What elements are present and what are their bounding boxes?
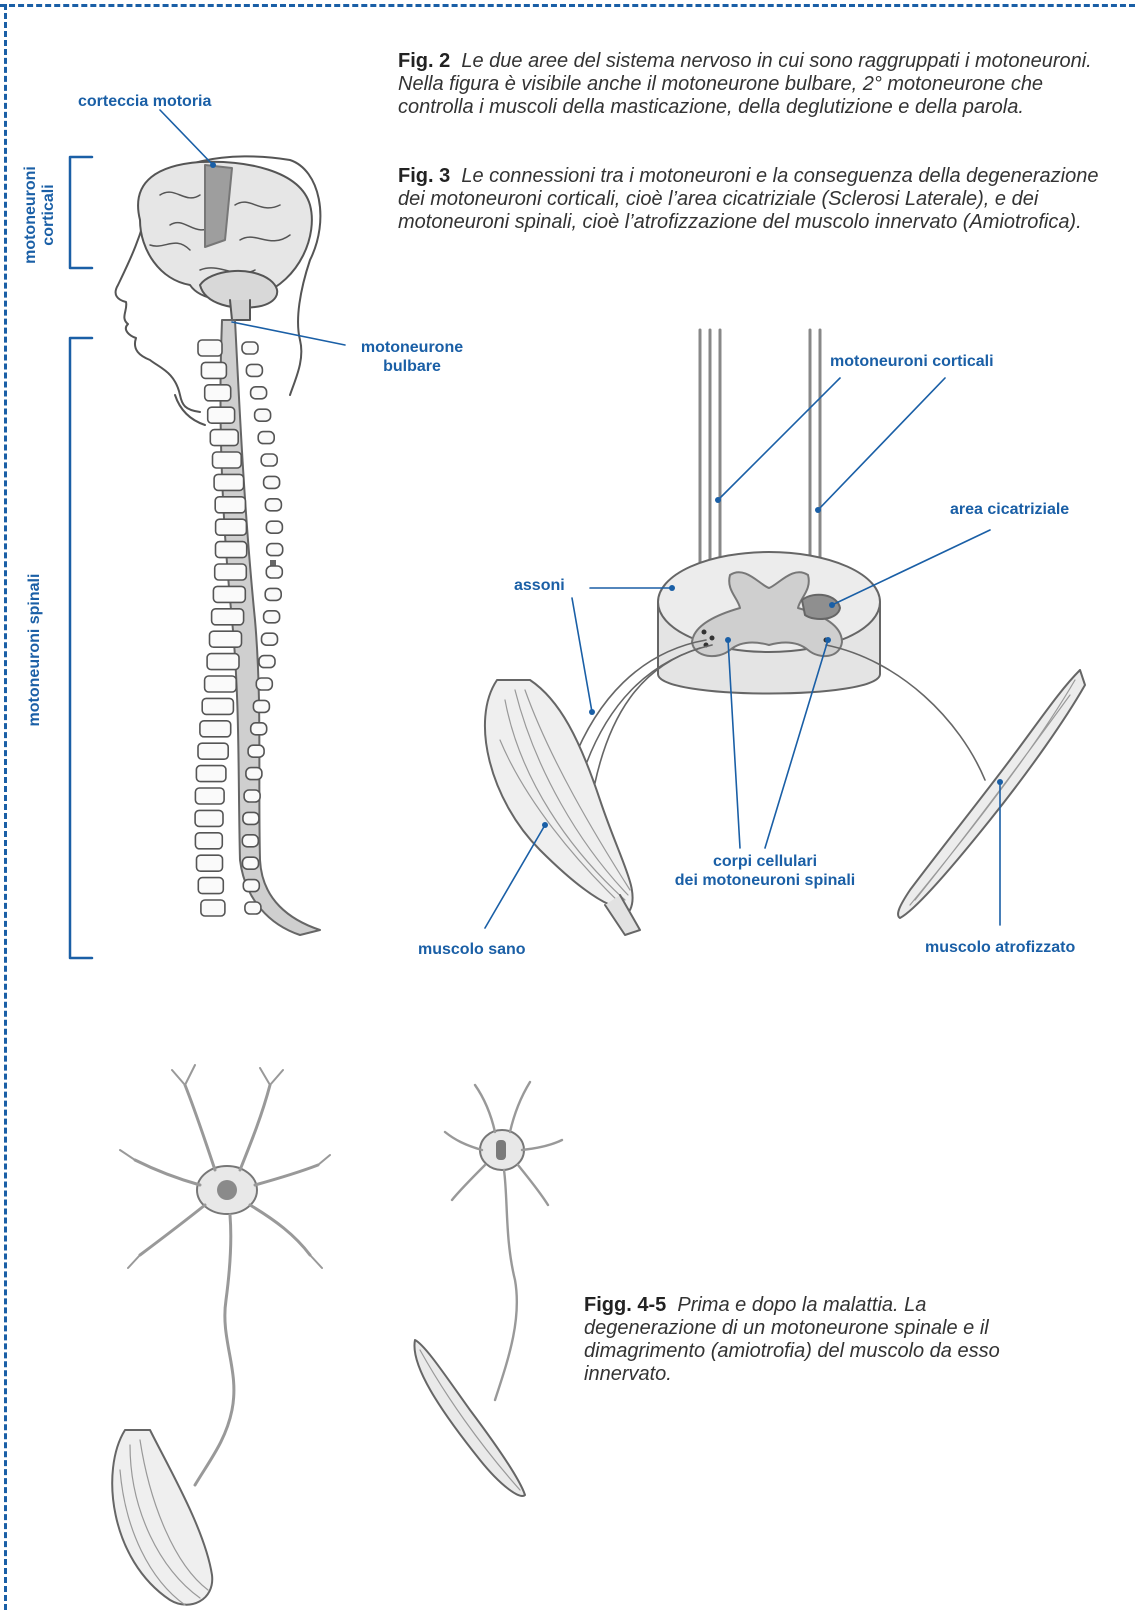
vertebra-body [202, 698, 233, 714]
vertebra-body [208, 407, 235, 423]
label-corteccia-motoria: corteccia motoria [78, 92, 211, 111]
vertebra-process [246, 364, 262, 376]
vertebra-process [267, 544, 283, 556]
vertebra-process [243, 857, 259, 869]
vertebra-body [198, 878, 223, 894]
atrophied-muscle-illustration [898, 670, 1085, 918]
vertebra-process [258, 432, 274, 444]
leader-dot [210, 162, 216, 168]
label-corpi-cellulari-line1: corpi cellulari [655, 852, 875, 871]
vertebra-body [201, 900, 225, 916]
vertebra-process [246, 768, 262, 780]
vertebra-process [265, 588, 281, 600]
vertebra-process [245, 902, 261, 914]
healthy-neuron-illustration [112, 1065, 330, 1605]
vertebra-body [210, 631, 242, 647]
degenerated-neuron-illustration [414, 1082, 562, 1496]
fig45-caption: Figg. 4-5 Prima e dopo la malattia. La d… [584, 1294, 1054, 1386]
vertebra-process [262, 633, 278, 645]
label-corpi-cellulari-line2: dei motoneuroni spinali [655, 871, 875, 890]
vertebra-process [264, 611, 280, 623]
fig3-text: Le connessioni tra i motoneuroni e la co… [398, 165, 1098, 233]
vertebra-process [253, 700, 269, 712]
label-motoneurone-bulbare-line2: bulbare [352, 357, 472, 376]
vertebra-process [255, 409, 271, 421]
vertebra-body [207, 654, 239, 670]
vertebra-body [216, 542, 247, 558]
label-motoneuroni-corticali: motoneuroni corticali [830, 352, 994, 371]
label-muscolo-atrofizzato: muscolo atrofizzato [925, 938, 1075, 957]
vertebra-process [244, 790, 260, 802]
vertebra-body [195, 810, 223, 826]
vertebra-body [200, 721, 231, 737]
vertebra-body [214, 474, 244, 490]
fig3-number: Fig. 3 [398, 165, 450, 187]
vertebra-process [259, 656, 275, 668]
label-motoneuroni-corticali-line2: corticali [40, 160, 58, 270]
vertebra-process [243, 880, 259, 892]
vertebra-body [201, 362, 226, 378]
vertebra-process [266, 521, 282, 533]
fig3-caption: Fig. 3 Le connessioni tra i motoneuroni … [398, 165, 1118, 234]
vertebra-body [198, 743, 228, 759]
vertebra-body [216, 519, 247, 535]
label-motoneurone-bulbare-line1: motoneurone [352, 338, 472, 357]
fig2-number: Fig. 2 [398, 50, 450, 72]
vertebra-process [256, 678, 272, 690]
vertebra-process [243, 812, 259, 824]
vertebra-process [251, 723, 267, 735]
vertebra-body [198, 340, 222, 356]
vertebra-process [251, 387, 267, 399]
vertebra-process [266, 566, 282, 578]
vertebra-process [261, 454, 277, 466]
vertebra-process [248, 745, 264, 757]
vertebra-body [213, 452, 242, 468]
vertebra-body [210, 430, 238, 446]
vertebra-process [264, 476, 280, 488]
label-corpi-cellulari: corpi cellulari dei motoneuroni spinali [655, 852, 875, 890]
label-motoneuroni-corticali-vertical: motoneuroni corticali [22, 160, 58, 270]
label-assoni: assoni [514, 576, 565, 595]
vertebra-body [212, 609, 244, 625]
vertebra-body [205, 676, 237, 692]
fig2-caption: Fig. 2 Le due aree del sistema nervoso i… [398, 50, 1118, 119]
vertebra-body [215, 564, 247, 580]
vertebra-body [205, 385, 231, 401]
label-muscolo-sano: muscolo sano [418, 940, 526, 959]
fig2-text: Le due aree del sistema nervoso in cui s… [398, 50, 1092, 118]
label-motoneurone-bulbare: motoneurone bulbare [352, 338, 472, 376]
bracket-motoneuroni-spinali [70, 338, 92, 958]
vertebra-body [215, 497, 245, 513]
vertebra-body [195, 788, 224, 804]
vertebra-body [213, 586, 245, 602]
fig45-number: Figg. 4-5 [584, 1294, 666, 1316]
vertebra-process [242, 835, 258, 847]
vertebra-body [196, 766, 226, 782]
label-motoneuroni-spinali-vertical: motoneuroni spinali [26, 540, 44, 760]
vertebra-process [242, 342, 258, 354]
vertebra-process [265, 499, 281, 511]
label-motoneuroni-corticali-line1: motoneuroni [22, 160, 40, 270]
vertebra-body [197, 855, 223, 871]
bracket-motoneuroni-corticali [70, 157, 92, 268]
label-area-cicatriziale: area cicatriziale [950, 500, 1069, 519]
vertebra-body [195, 833, 222, 849]
